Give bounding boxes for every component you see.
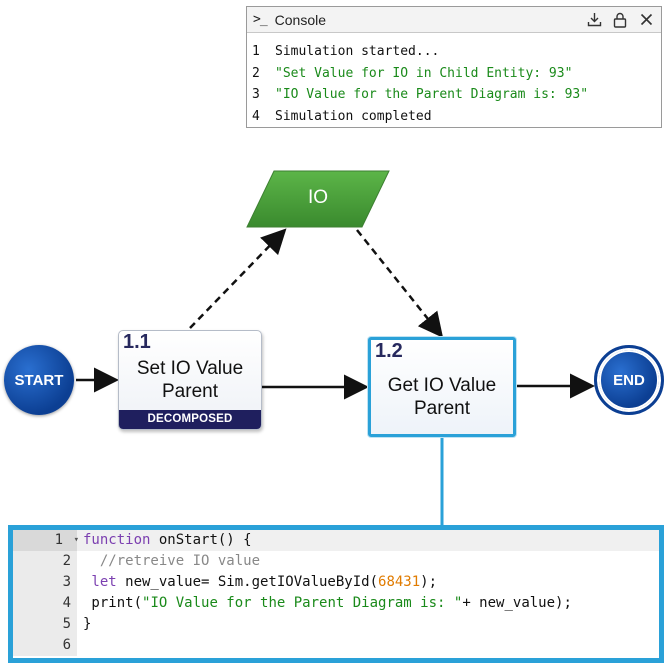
console-title: Console bbox=[274, 11, 327, 28]
line-number-text: 4 bbox=[62, 595, 71, 611]
code-text: //retreive IO value bbox=[77, 551, 260, 572]
console-line-text: "Set Value for IO in Child Entity: 93" bbox=[275, 65, 573, 81]
console-line-number: 4 bbox=[252, 108, 260, 124]
code-line-number: 3 bbox=[13, 572, 77, 593]
task-label-line2: Parent bbox=[162, 381, 218, 402]
diagram-connectors bbox=[76, 228, 595, 527]
code-text: print("IO Value for the Parent Diagram i… bbox=[77, 593, 572, 614]
task-number: 1.2 bbox=[375, 340, 403, 362]
console-line-number: 2 bbox=[252, 65, 260, 81]
code-line[interactable]: 5} bbox=[13, 614, 659, 635]
code-line-number: 1▾ bbox=[13, 530, 79, 551]
code-token: onStart() { bbox=[150, 532, 252, 548]
code-lines: 1▾function onStart() {2 //retreive IO va… bbox=[13, 530, 659, 656]
code-token: ); bbox=[420, 574, 438, 590]
line-number-text: 1 bbox=[54, 532, 63, 548]
code-token: } bbox=[83, 616, 92, 632]
code-text: } bbox=[77, 614, 91, 635]
task-1-2[interactable]: 1.2 Get IO Value Parent bbox=[368, 337, 516, 437]
console-line: 4 Simulation completed bbox=[247, 106, 661, 128]
code-token: print( bbox=[83, 595, 143, 611]
console-line-text: Simulation started... bbox=[275, 44, 440, 59]
code-line-number: 6 bbox=[13, 635, 77, 656]
task-label-line1: Get IO Value bbox=[387, 375, 497, 396]
code-line-number: 2 bbox=[13, 551, 77, 572]
console-line-text: "IO Value for the Parent Diagram is: 93" bbox=[275, 87, 589, 102]
code-line[interactable]: 1▾function onStart() { bbox=[13, 530, 659, 551]
code-editor[interactable]: 1▾function onStart() {2 //retreive IO va… bbox=[8, 525, 664, 663]
end-label: END bbox=[613, 371, 645, 389]
line-number-text: 6 bbox=[62, 637, 71, 653]
process-diagram: START IO 1.1 Set IO Value Parent DECOMPO… bbox=[0, 150, 670, 530]
end-node[interactable]: END bbox=[594, 345, 664, 415]
task-label: Get IO Value Parent bbox=[371, 374, 513, 420]
code-line[interactable]: 6 bbox=[13, 635, 659, 656]
task-label: Set IO Value Parent bbox=[119, 357, 261, 403]
code-token: 68431 bbox=[378, 574, 421, 590]
start-label: START bbox=[14, 371, 64, 389]
console-header: >_ Console bbox=[247, 7, 661, 33]
console-panel: >_ Console 1 Simulation started... 2 "Set V… bbox=[246, 6, 662, 128]
dataflow-task1-io bbox=[189, 228, 287, 329]
code-line-number: 5 bbox=[13, 614, 77, 635]
line-number-text: 5 bbox=[62, 616, 71, 632]
task-label-line2: Parent bbox=[414, 398, 470, 419]
fold-arrow-icon[interactable]: ▾ bbox=[73, 535, 79, 545]
io-label: IO bbox=[307, 187, 329, 208]
task-1-1[interactable]: 1.1 Set IO Value Parent DECOMPOSED bbox=[118, 330, 262, 430]
code-text: let new_value= Sim.getIOValueById(68431)… bbox=[77, 572, 437, 593]
dataflow-io-task2 bbox=[356, 229, 444, 338]
code-token: "IO Value for the Parent Diagram is: " bbox=[142, 595, 463, 611]
code-token: new_value= Sim.getIOValueById( bbox=[116, 574, 379, 590]
download-icon[interactable] bbox=[585, 11, 603, 29]
console-line-number: 3 bbox=[252, 87, 260, 102]
console-line: 1 Simulation started... bbox=[247, 41, 661, 63]
code-line[interactable]: 2 //retreive IO value bbox=[13, 551, 659, 572]
code-line-number: 4 bbox=[13, 593, 77, 614]
console-line-text: Simulation completed bbox=[275, 108, 432, 124]
code-token: function bbox=[83, 532, 151, 548]
code-text: function onStart() { bbox=[77, 530, 659, 551]
console-line: 2 "Set Value for IO in Child Entity: 93" bbox=[247, 63, 661, 85]
code-token: + new_value); bbox=[462, 595, 572, 611]
close-icon[interactable] bbox=[637, 11, 655, 29]
end-node-inner: END bbox=[599, 350, 659, 410]
task-label-line1: Set IO Value bbox=[136, 358, 244, 379]
code-line[interactable]: 3 let new_value= Sim.getIOValueById(6843… bbox=[13, 572, 659, 593]
console-line-number: 1 bbox=[252, 44, 260, 59]
console-output: 1 Simulation started... 2 "Set Value for IO… bbox=[247, 33, 661, 127]
lock-icon[interactable] bbox=[611, 11, 629, 29]
start-node[interactable]: START bbox=[4, 345, 74, 415]
code-token: //retreive IO value bbox=[83, 553, 261, 569]
console-line: 3 "IO Value for the Parent Diagram is: 93… bbox=[247, 84, 661, 106]
io-data-node[interactable]: IO bbox=[246, 170, 390, 228]
code-text bbox=[77, 635, 83, 656]
line-number-text: 2 bbox=[62, 553, 71, 569]
code-line[interactable]: 4 print("IO Value for the Parent Diagram… bbox=[13, 593, 659, 614]
task-number: 1.1 bbox=[123, 331, 151, 353]
line-number-text: 3 bbox=[62, 574, 71, 590]
decomposed-badge: DECOMPOSED bbox=[119, 410, 261, 429]
code-token: let bbox=[83, 574, 117, 590]
prompt-icon: >_ bbox=[253, 12, 268, 27]
io-parallelogram bbox=[246, 170, 390, 228]
